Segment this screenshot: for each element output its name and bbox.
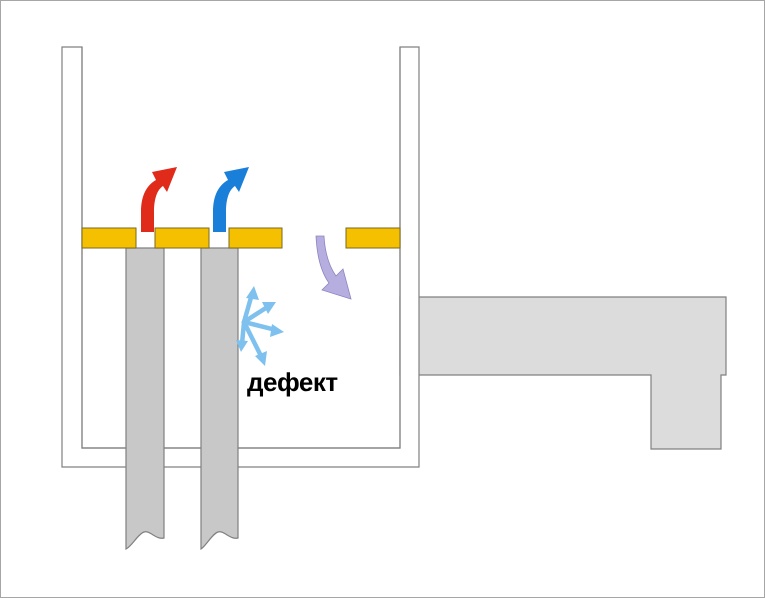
downward-flow-arrow xyxy=(315,235,352,300)
side-duct xyxy=(399,296,727,450)
defect-label: дефект xyxy=(247,367,338,397)
tube-sheet xyxy=(81,227,401,249)
leak-arrows xyxy=(236,286,284,366)
cold-flow-arrow xyxy=(213,167,249,232)
tube-right xyxy=(200,247,239,551)
tube-sheet-segment xyxy=(154,227,210,249)
tube-sheet-segment xyxy=(345,227,401,249)
tube-sheet-segment xyxy=(228,227,283,249)
tube-left xyxy=(125,247,165,550)
tube-sheet-segment xyxy=(81,227,137,249)
hot-flow-arrow xyxy=(141,167,177,232)
